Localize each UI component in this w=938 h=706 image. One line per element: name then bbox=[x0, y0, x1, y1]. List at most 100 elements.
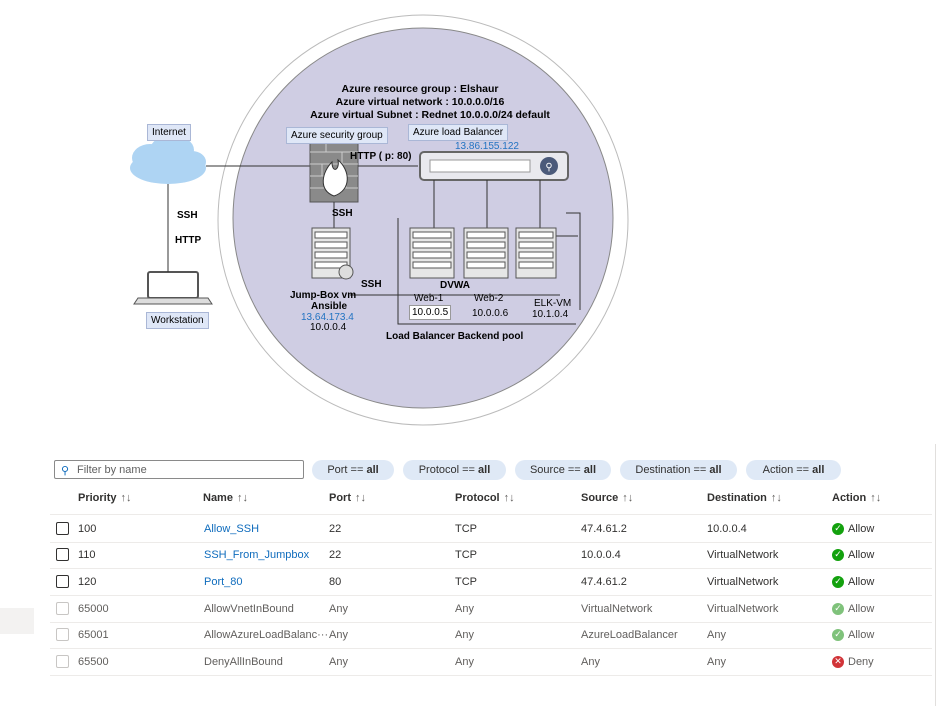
cell-name: AllowAzureLoadBalanc··· bbox=[204, 629, 329, 641]
cell-destination: VirtualNetwork bbox=[707, 549, 779, 561]
filter-pill-source[interactable]: Source == all bbox=[515, 460, 611, 480]
cell-protocol: TCP bbox=[455, 523, 477, 535]
cell-protocol: TCP bbox=[455, 576, 477, 588]
vnet-label: Azure virtual network : 10.0.0.0/16 bbox=[335, 96, 505, 108]
cell-source: Any bbox=[581, 656, 600, 668]
subnet-label: Azure virtual Subnet : Rednet 10.0.0.0/2… bbox=[310, 109, 550, 121]
col-header-action[interactable]: Action↑↓ bbox=[832, 492, 882, 504]
elk-server-icon bbox=[515, 227, 557, 279]
jumpbox-sub-label: Ansible bbox=[311, 301, 348, 312]
header-divider bbox=[50, 514, 932, 515]
elk-ip: 10.1.0.4 bbox=[532, 309, 569, 320]
cell-source: 47.4.61.2 bbox=[581, 576, 627, 588]
web2-ip: 10.0.0.6 bbox=[472, 308, 509, 319]
col-header-name[interactable]: Name↑↓ bbox=[203, 492, 248, 504]
allow-check-icon: ✓ bbox=[832, 549, 844, 561]
cell-priority: 65001 bbox=[78, 629, 109, 641]
cell-port: 22 bbox=[329, 523, 342, 535]
filter-pill-protocol[interactable]: Protocol == all bbox=[403, 460, 506, 480]
cell-priority: 100 bbox=[78, 523, 97, 535]
cell-port: Any bbox=[329, 629, 348, 641]
sort-icon: ↑↓ bbox=[503, 492, 515, 504]
dvwa-label: DVWA bbox=[440, 280, 470, 291]
row-checkbox bbox=[56, 628, 69, 641]
ssh-label-left: SSH bbox=[177, 210, 198, 221]
cell-action: Deny bbox=[848, 656, 874, 668]
sort-icon: ↑↓ bbox=[355, 492, 366, 504]
backend-pool-label: Load Balancer Backend pool bbox=[386, 331, 524, 342]
sort-icon: ↑↓ bbox=[870, 492, 882, 504]
web2-server-icon bbox=[463, 227, 509, 279]
firewall-icon bbox=[309, 139, 359, 203]
cell-destination: 10.0.0.4 bbox=[707, 523, 747, 535]
load-balancer-icon: ⚲ bbox=[419, 151, 569, 181]
row-checkbox[interactable] bbox=[56, 548, 69, 561]
row-divider bbox=[50, 675, 932, 676]
ssh-fw-label: SSH bbox=[332, 208, 353, 219]
cell-destination: Any bbox=[707, 629, 726, 641]
web1-server-icon bbox=[409, 227, 455, 279]
col-header-port[interactable]: Port↑↓ bbox=[329, 492, 366, 504]
cell-source: 47.4.61.2 bbox=[581, 523, 627, 535]
cell-name: AllowVnetInBound bbox=[204, 603, 294, 615]
sort-icon: ↑↓ bbox=[770, 492, 782, 504]
cell-destination: Any bbox=[707, 656, 726, 668]
web2-label: Web-2 bbox=[474, 293, 504, 304]
filter-pill-destination[interactable]: Destination == all bbox=[620, 460, 737, 480]
load-balancer-label: Azure load Balancer bbox=[408, 124, 509, 141]
sort-icon: ↑↓ bbox=[120, 492, 132, 504]
cell-name[interactable]: SSH_From_Jumpbox bbox=[204, 549, 310, 561]
jumpbox-ssh-label: SSH bbox=[361, 279, 382, 290]
cell-protocol: TCP bbox=[455, 549, 477, 561]
filter-by-name-input[interactable]: ⚲ Filter by name bbox=[54, 460, 304, 479]
deny-x-icon: ✕ bbox=[832, 656, 844, 668]
left-edge-tab bbox=[0, 608, 34, 634]
cell-priority: 120 bbox=[78, 576, 97, 588]
cell-action: Allow bbox=[848, 576, 875, 588]
diagram-canvas: ⚲ bbox=[130, 14, 629, 426]
filter-placeholder: Filter by name bbox=[77, 464, 147, 476]
cell-port: Any bbox=[329, 656, 348, 668]
col-header-protocol[interactable]: Protocol↑↓ bbox=[455, 492, 515, 504]
http-port-label: HTTP ( p: 80) bbox=[350, 151, 412, 162]
cell-port: 80 bbox=[329, 576, 342, 588]
cell-destination: VirtualNetwork bbox=[707, 576, 779, 588]
col-header-destination[interactable]: Destination↑↓ bbox=[707, 492, 782, 504]
cell-name: DenyAllInBound bbox=[204, 656, 283, 668]
cell-protocol: Any bbox=[455, 656, 474, 668]
cell-name[interactable]: Allow_SSH bbox=[204, 523, 260, 535]
filter-pill-action[interactable]: Action == all bbox=[746, 460, 841, 480]
security-group-label: Azure security group bbox=[286, 127, 388, 144]
cell-port: Any bbox=[329, 603, 348, 615]
cell-priority: 65000 bbox=[78, 603, 109, 615]
row-divider bbox=[50, 568, 932, 569]
web1-ip: 10.0.0.5 bbox=[409, 305, 452, 320]
jumpbox-private-ip: 10.0.0.4 bbox=[310, 322, 347, 333]
cell-action: Allow bbox=[848, 549, 875, 561]
row-checkbox[interactable] bbox=[56, 522, 69, 535]
col-header-source[interactable]: Source↑↓ bbox=[581, 492, 634, 504]
jumpbox-name: Jump-Box vm bbox=[290, 290, 357, 301]
cell-destination: VirtualNetwork bbox=[707, 603, 779, 615]
cell-source: AzureLoadBalancer bbox=[581, 629, 678, 641]
filter-pill-port[interactable]: Port == all bbox=[312, 460, 394, 480]
allow-check-icon: ✓ bbox=[832, 603, 844, 615]
row-checkbox[interactable] bbox=[56, 575, 69, 588]
table-row[interactable]: 65000 AllowVnetInBound Any Any VirtualNetwor… bbox=[0, 596, 938, 623]
sort-icon: ↑↓ bbox=[236, 492, 248, 504]
svg-text:⚲: ⚲ bbox=[545, 162, 552, 173]
allow-check-icon: ✓ bbox=[832, 629, 844, 641]
col-header-priority[interactable]: Priority↑↓ bbox=[78, 492, 132, 504]
cell-source: 10.0.0.4 bbox=[581, 549, 621, 561]
sort-icon: ↑↓ bbox=[622, 492, 634, 504]
cell-port: 22 bbox=[329, 549, 342, 561]
laptop-icon bbox=[133, 271, 213, 305]
cell-name[interactable]: Port_80 bbox=[204, 576, 243, 588]
allow-check-icon: ✓ bbox=[832, 523, 844, 535]
cell-protocol: Any bbox=[455, 603, 474, 615]
